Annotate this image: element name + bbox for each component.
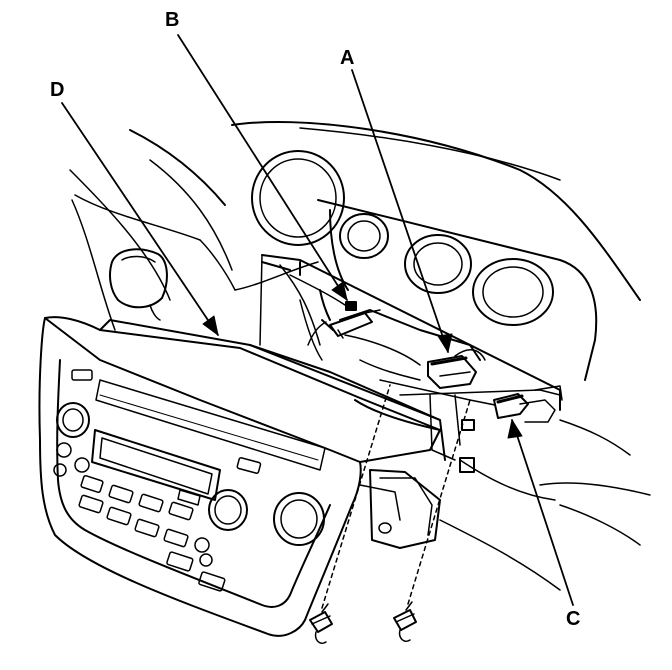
screw-right bbox=[393, 601, 417, 642]
antenna-connector-b bbox=[307, 301, 381, 346]
dash-bezel-frame bbox=[261, 199, 598, 411]
dashboard-outline bbox=[69, 121, 651, 591]
audio-unit-d bbox=[38, 316, 446, 637]
screw-left bbox=[309, 603, 333, 644]
callout-c-label: C bbox=[566, 608, 581, 630]
dash-round-vents bbox=[339, 213, 554, 326]
mounting-screws bbox=[309, 384, 471, 644]
mounting-bracket bbox=[359, 394, 475, 549]
leader-lines bbox=[61, 34, 574, 606]
center-vent-large bbox=[251, 150, 345, 246]
callout-d-label: D bbox=[50, 79, 65, 101]
connector-c bbox=[493, 385, 563, 423]
left-side-switch bbox=[109, 248, 168, 321]
connector-a bbox=[427, 349, 486, 389]
callout-b-label: B bbox=[165, 9, 180, 31]
callout-a-label: A bbox=[340, 47, 355, 69]
radio-cavity bbox=[289, 274, 561, 411]
